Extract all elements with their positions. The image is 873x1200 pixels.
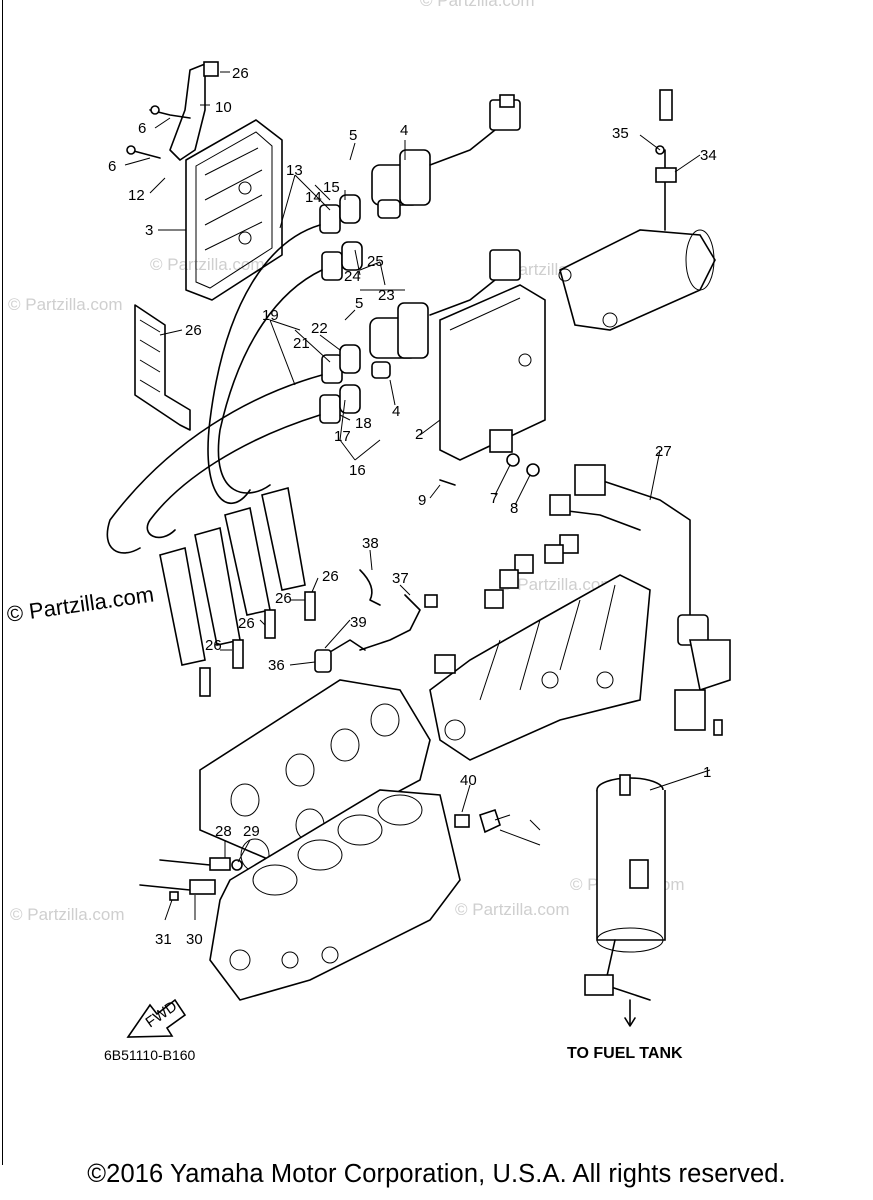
callout-7: 7	[490, 490, 498, 507]
callout-17: 17	[334, 428, 351, 445]
callout-21: 22	[311, 320, 328, 337]
callout-1: 1	[703, 764, 711, 781]
callout-15: 15	[323, 179, 340, 196]
fwd-arrow-icon: FWD	[126, 998, 187, 1038]
high-tension-leads	[106, 224, 323, 554]
callout-3: 3	[145, 222, 153, 239]
ecu-unit	[439, 284, 546, 486]
callout-37: 39	[350, 614, 367, 631]
callout-6b: 6	[108, 158, 116, 175]
callout-27: 27	[655, 443, 672, 460]
watermark: © Partzilla.com	[10, 905, 125, 924]
callout-36: 38	[362, 535, 379, 552]
callout-29: 29	[243, 823, 260, 840]
callout-8: 8	[510, 500, 518, 517]
plug-cap-set	[319, 194, 363, 424]
watermark: © Partzilla.com	[500, 575, 615, 594]
callout-5b: 5	[355, 295, 363, 312]
callout-35: 37	[392, 570, 409, 587]
fuel-pump	[584, 774, 666, 1027]
callout-4: 4	[400, 122, 408, 139]
callout-labels: 26 10 6 6 12 3 4 5 13 14 15 25 24 23 26 …	[108, 65, 717, 948]
watermark: © Partzilla.com	[150, 255, 265, 274]
callout-4b: 4	[392, 403, 400, 420]
callout-18: 18	[355, 415, 372, 432]
watermark: © Partzilla.com	[455, 900, 570, 919]
callout-25: 26	[185, 322, 202, 339]
callout-32: 34	[700, 147, 717, 164]
exploded-parts-diagram: © Partzilla.com © Partzilla.com © Partzi…	[5, 0, 731, 1038]
callout-31: 31	[155, 931, 172, 948]
spark-plugs	[199, 591, 316, 697]
callout-30: 30	[186, 931, 203, 948]
throttle-body	[558, 89, 716, 331]
engine-sensors	[139, 808, 501, 901]
callout-12: 12	[128, 187, 145, 204]
watermark: © Partzilla.com	[8, 295, 123, 314]
callout-16: 16	[349, 462, 366, 479]
callout-6: 6	[138, 120, 146, 137]
callout-22: 23	[378, 287, 395, 304]
bracket-and-screws	[126, 61, 219, 161]
ignition-coil-lower	[369, 249, 521, 379]
watermark-dark: © Partzilla.com	[5, 582, 155, 627]
callout-26d: 26	[205, 637, 222, 654]
ignition-coil-upper	[371, 94, 521, 219]
callout-26a: 26	[322, 568, 339, 585]
callout-9: 9	[418, 492, 426, 509]
callout-10: 10	[215, 99, 232, 116]
callout-23: 24	[344, 268, 361, 285]
callout-14: 14	[305, 189, 322, 206]
callout-33: 35	[612, 125, 629, 142]
callout-38: 40	[460, 772, 477, 789]
sensors-group	[314, 569, 438, 673]
callout-34: 36	[268, 657, 285, 674]
cylinder-block	[209, 789, 461, 1001]
stick-coils	[159, 487, 306, 666]
callout-13: 13	[286, 162, 303, 179]
diagram-code: 6B51110-B160	[104, 1047, 196, 1063]
callout-28: 28	[215, 823, 232, 840]
ecu-cover-frame	[185, 119, 283, 301]
callout-2: 2	[415, 426, 423, 443]
callout-20: 21	[293, 335, 310, 352]
watermark: © Partzilla.com	[420, 0, 535, 10]
cylinder-head	[199, 679, 431, 872]
bracket-25	[134, 304, 191, 431]
callout-26c: 26	[238, 615, 255, 632]
page-border-left	[2, 0, 3, 1165]
callout-5: 5	[349, 127, 357, 144]
callout-24: 25	[367, 253, 384, 270]
fuel-tank-label: TO FUEL TANK	[567, 1045, 683, 1062]
wire-harness	[434, 464, 731, 736]
callout-11: 26	[232, 65, 249, 82]
callout-19: 19	[262, 307, 279, 324]
callout-26b: 26	[275, 590, 292, 607]
copyright-notice: ©2016 Yamaha Motor Corporation, U.S.A. A…	[87, 1160, 786, 1188]
leader-lines	[124, 71, 711, 921]
intake-manifold	[429, 574, 651, 761]
